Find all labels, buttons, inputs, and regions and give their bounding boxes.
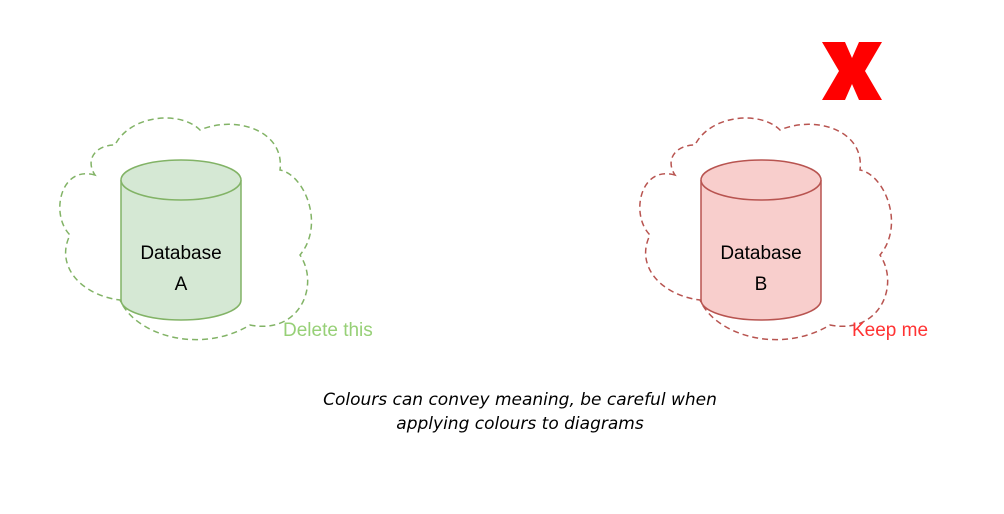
database-a-body [120, 180, 242, 321]
diagram-note: Colours can convey meaning, be careful w… [323, 390, 717, 434]
database-b-label-line1: Database [720, 243, 801, 264]
database-a-label-line1: Database [140, 243, 221, 264]
cloud-boundary-b [639, 117, 893, 341]
cloud-boundary-a [59, 117, 313, 341]
database-a-top [120, 159, 242, 201]
database-b-cylinder[interactable]: Database B [700, 159, 822, 321]
label-keep-me: Keep me [852, 320, 928, 341]
database-a-cylinder[interactable]: Database A [120, 159, 242, 321]
cross-icon [822, 42, 882, 100]
database-b-top [700, 159, 822, 201]
database-b-label-line2: B [755, 274, 768, 295]
database-a-label-line2: A [175, 274, 188, 295]
label-delete-this: Delete this [283, 320, 373, 341]
database-b-body [700, 180, 822, 321]
